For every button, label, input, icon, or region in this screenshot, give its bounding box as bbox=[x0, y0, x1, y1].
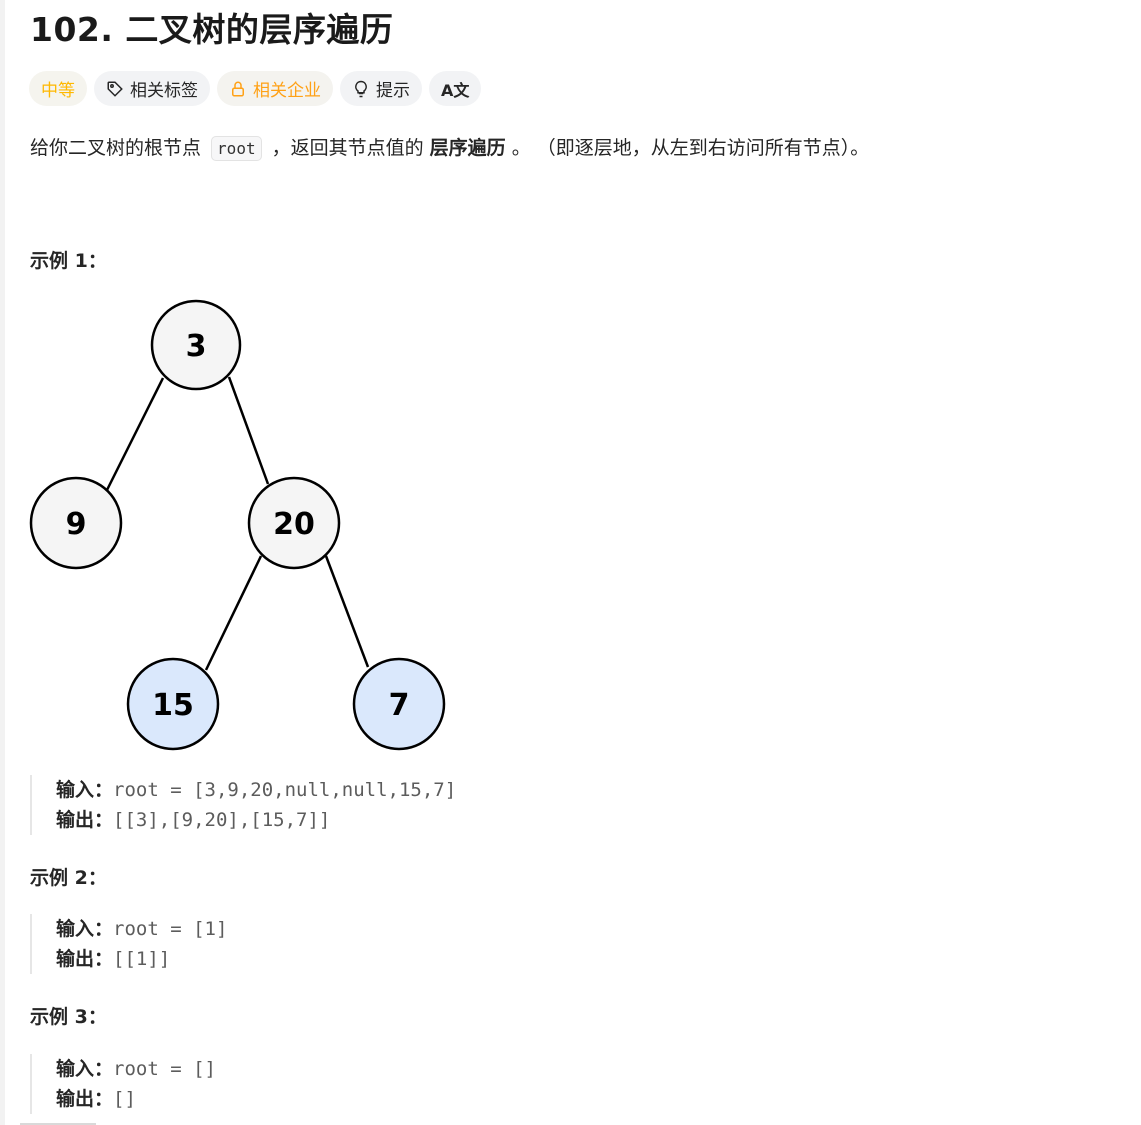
input-value: root = [] bbox=[113, 1058, 216, 1080]
node-value: 7 bbox=[389, 688, 410, 723]
desc-bold: 层序遍历 bbox=[429, 137, 506, 159]
example-3-label: 示例 3： bbox=[30, 1006, 107, 1028]
left-panel-edge bbox=[0, 0, 5, 1125]
tree-edge bbox=[227, 376, 270, 485]
translate-button[interactable]: A文 bbox=[429, 71, 482, 106]
tree-node: 3 bbox=[150, 299, 242, 391]
tree-edge bbox=[324, 555, 370, 668]
example-2-code: 输入：root = [1] 输出：[[1]] bbox=[30, 914, 227, 974]
related-companies-label: 相关企业 bbox=[253, 81, 321, 101]
example-1-label: 示例 1： bbox=[30, 250, 107, 272]
node-value: 15 bbox=[152, 688, 194, 723]
hint-button[interactable]: 提示 bbox=[340, 71, 422, 106]
input-key: 输入： bbox=[56, 779, 114, 801]
tree-node: 9 bbox=[29, 476, 123, 570]
example-2-label: 示例 2： bbox=[30, 867, 107, 889]
example-3-input-line: 输入：root = [] bbox=[56, 1054, 216, 1084]
input-value: root = [1] bbox=[113, 918, 228, 940]
example-2-output-line: 输出：[[1]] bbox=[56, 944, 227, 974]
tree-edge bbox=[105, 377, 165, 491]
desc-part3: 。 （即逐层地，从左到右访问所有节点）。 bbox=[505, 137, 870, 159]
problem-title: 102. 二叉树的层序遍历 bbox=[30, 10, 394, 49]
output-value: [[1]] bbox=[113, 948, 171, 970]
example-2-input-line: 输入：root = [1] bbox=[56, 914, 227, 944]
node-value: 3 bbox=[186, 329, 207, 364]
example-3-code: 输入：root = [] 输出：[] bbox=[30, 1054, 216, 1114]
related-companies-button[interactable]: 相关企业 bbox=[217, 71, 333, 106]
binary-tree-diagram: 3 9 20 15 7 bbox=[29, 299, 446, 751]
example-1-output-line: 输出：[[3],[9,20],[15,7]] bbox=[56, 805, 456, 835]
tree-node: 7 bbox=[352, 657, 446, 751]
lightbulb-icon bbox=[355, 80, 367, 97]
output-key: 输出： bbox=[56, 948, 114, 970]
tree-node: 20 bbox=[247, 476, 341, 570]
output-value: [] bbox=[113, 1088, 136, 1110]
input-key: 输入： bbox=[56, 1058, 114, 1080]
node-value: 9 bbox=[66, 507, 87, 542]
difficulty-label: 中等 bbox=[41, 81, 75, 101]
node-value: 20 bbox=[273, 507, 315, 542]
related-tags-label: 相关标签 bbox=[130, 81, 198, 101]
tag-row: 中等 相关标签 相关企业 提示 A文 bbox=[29, 71, 482, 106]
problem-description: 给你二叉树的根节点 root ，返回其节点值的 层序遍历 。 （即逐层地，从左到… bbox=[30, 133, 870, 161]
difficulty-badge: 中等 bbox=[29, 71, 87, 106]
desc-part2: ，返回其节点值的 bbox=[265, 137, 430, 159]
input-value: root = [3,9,20,null,null,15,7] bbox=[113, 779, 457, 801]
hint-label: 提示 bbox=[376, 81, 410, 101]
tag-icon bbox=[107, 81, 123, 97]
example-1-input-line: 输入：root = [3,9,20,null,null,15,7] bbox=[56, 775, 456, 805]
tree-edge bbox=[204, 555, 263, 671]
input-key: 输入： bbox=[56, 918, 114, 940]
tree-node: 15 bbox=[126, 657, 220, 751]
related-tags-button[interactable]: 相关标签 bbox=[94, 71, 210, 106]
example-3-output-line: 输出：[] bbox=[56, 1084, 216, 1114]
output-value: [[3],[9,20],[15,7]] bbox=[113, 809, 331, 831]
desc-code-root: root bbox=[211, 136, 262, 161]
output-key: 输出： bbox=[56, 809, 114, 831]
bottom-divider bbox=[20, 1123, 96, 1125]
lock-icon bbox=[232, 81, 244, 96]
example-1-code: 输入：root = [3,9,20,null,null,15,7] 输出：[[3… bbox=[30, 775, 456, 835]
desc-part1: 给你二叉树的根节点 bbox=[30, 137, 208, 159]
output-key: 输出： bbox=[56, 1088, 114, 1110]
translate-icon: A文 bbox=[441, 80, 470, 100]
